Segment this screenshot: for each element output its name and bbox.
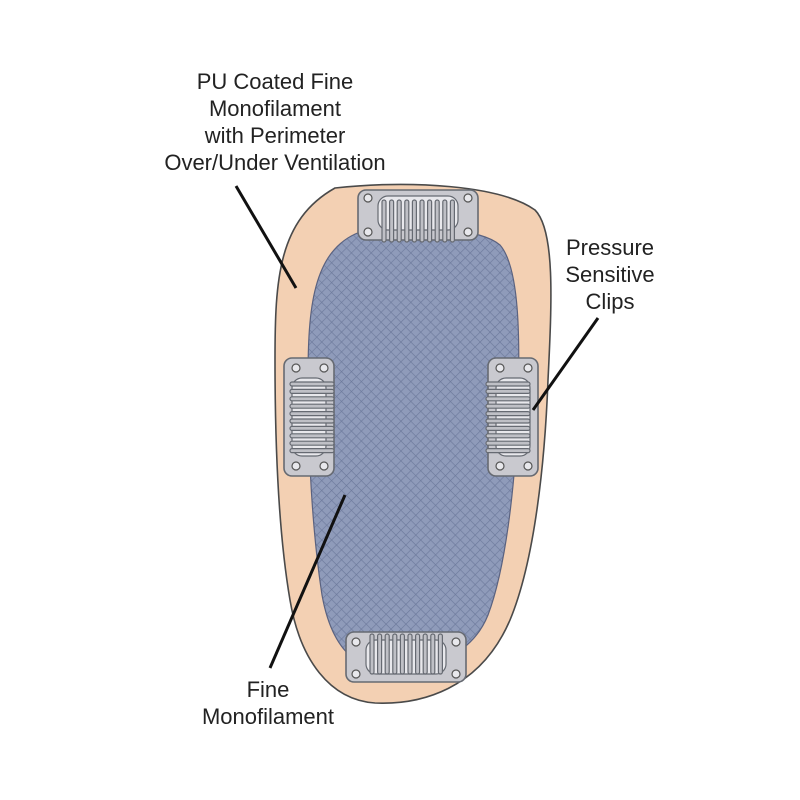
fine-mono-label-line: Fine (246, 677, 290, 702)
clip-tooth (485, 448, 531, 454)
bottom-clip (345, 631, 467, 683)
pu-coated-label-line: Over/Under Ventilation (164, 150, 386, 175)
pu-coated-label-line: with Perimeter (204, 123, 346, 148)
pressure-clips-label-line: Pressure (565, 235, 655, 260)
clip-tooth (289, 433, 335, 439)
clip-tooth (449, 199, 455, 243)
clip-tooth (411, 199, 417, 243)
fine-mono-label-line: Monofilament (201, 704, 335, 729)
pressure-clips-label-line: Clips (585, 289, 635, 314)
clip-tooth (485, 418, 531, 424)
clip-tooth (289, 403, 335, 409)
top-clip (357, 189, 479, 243)
clip-tooth (289, 448, 335, 454)
clip-tooth (485, 425, 531, 431)
clip-tooth (392, 633, 398, 675)
clip-tooth (369, 633, 375, 675)
clip-tooth (485, 388, 531, 394)
clip-tooth (442, 199, 448, 243)
clip-tooth (485, 411, 531, 417)
clip-tooth (399, 633, 405, 675)
mono-leader-line (268, 494, 347, 669)
clip-tooth (485, 440, 531, 446)
clip-tooth (437, 633, 443, 675)
clip-tooth (289, 396, 335, 402)
clip-tooth (485, 381, 531, 387)
pressure-clips-label-line: Sensitive (565, 262, 655, 287)
clip-tooth (422, 633, 428, 675)
clip-tooth (377, 633, 383, 675)
clip-tooth (407, 633, 413, 675)
clip-tooth (419, 199, 425, 243)
pu-coated-label: PU Coated Fine Monofilament with Perimet… (140, 68, 410, 176)
clip-tooth (434, 199, 440, 243)
clip-tooth (415, 633, 421, 675)
clip-tooth (485, 433, 531, 439)
clip-tooth (384, 633, 390, 675)
clip-tooth (485, 403, 531, 409)
clip-tooth (289, 411, 335, 417)
right-clip (485, 357, 539, 477)
clip-tooth (404, 199, 410, 243)
clip-tooth (289, 418, 335, 424)
clips-leader-line (531, 317, 600, 411)
pressure-clips-label: Pressure Sensitive Clips (540, 234, 680, 315)
clip-tooth (289, 381, 335, 387)
clip-tooth (289, 425, 335, 431)
clip-tooth (396, 199, 402, 243)
pu-coated-label-line: PU Coated Fine (196, 69, 354, 94)
clip-tooth (289, 388, 335, 394)
pu-coated-leader-line (234, 185, 298, 289)
left-clip (283, 357, 335, 477)
clip-tooth (389, 199, 395, 243)
pu-coated-label-line: Monofilament (208, 96, 342, 121)
fine-mono-label: Fine Monofilament (168, 676, 368, 730)
clip-tooth (289, 440, 335, 446)
clip-tooth (485, 396, 531, 402)
clip-tooth (427, 199, 433, 243)
clip-tooth (381, 199, 387, 243)
clip-tooth (430, 633, 436, 675)
